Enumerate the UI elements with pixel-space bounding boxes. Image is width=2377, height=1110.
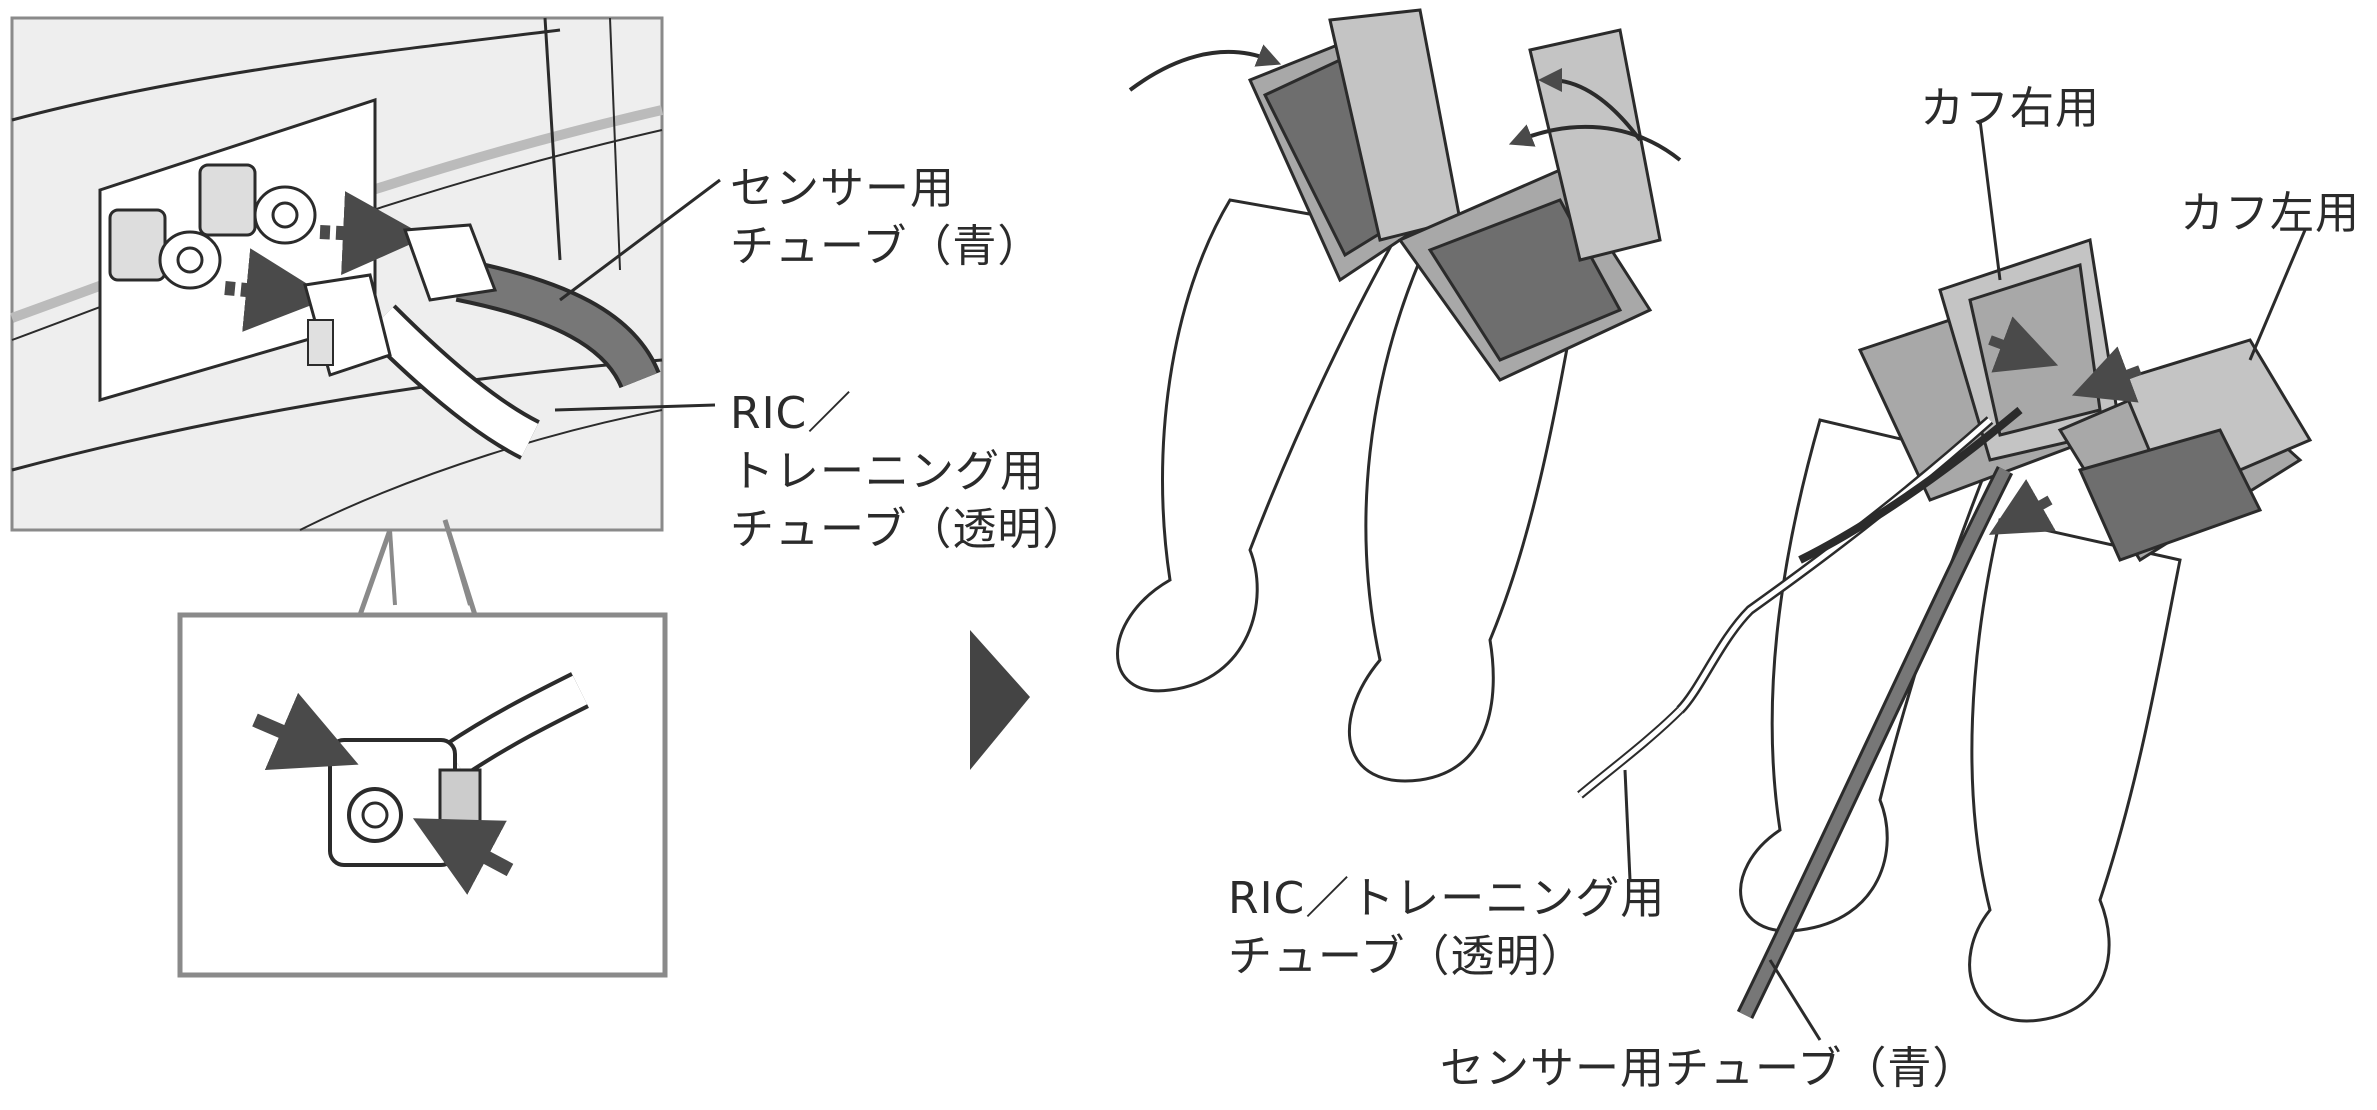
arrow-right-icon [970, 630, 1030, 770]
insert-arrows [224, 191, 427, 332]
label-line: RIC／ [730, 388, 853, 439]
label-line: チューブ（青） [730, 221, 1043, 272]
label-cuff-left: カフ左用 [2180, 185, 2360, 243]
zoom-inset [177, 519, 668, 978]
label-sensor-tube-bottom: センサー用チューブ（青） [1440, 1040, 1977, 1098]
legs-wrapping-cuffs [1116, 8, 1682, 783]
sensor-tube-connector [402, 223, 661, 390]
legs-connected-cuffs [1577, 119, 2313, 1041]
label-sensor-tube-top: センサー用 チューブ（青） [730, 160, 1042, 276]
label-line: カフ左用 [2180, 188, 2360, 239]
port-left [108, 208, 222, 290]
label-line: トレーニング用 [730, 446, 1045, 497]
label-line: カフ右用 [1920, 83, 2100, 134]
label-line: チューブ（透明） [730, 504, 1088, 555]
label-ric-tube-top: RIC／ トレーニング用 チューブ（透明） [730, 385, 1087, 559]
port-right [198, 163, 317, 245]
device-port-panel [10, 16, 721, 532]
label-line: チューブ（透明） [1228, 931, 1586, 982]
label-line: センサー用チューブ（青） [1440, 1043, 1978, 1094]
ric-tube-connector [303, 273, 541, 460]
label-line: センサー用 [730, 163, 955, 214]
label-ric-tube-bottom: RIC／トレーニング用 チューブ（透明） [1228, 870, 1665, 986]
label-cuff-right: カフ右用 [1920, 80, 2100, 138]
label-line: RIC／トレーニング用 [1228, 873, 1666, 924]
